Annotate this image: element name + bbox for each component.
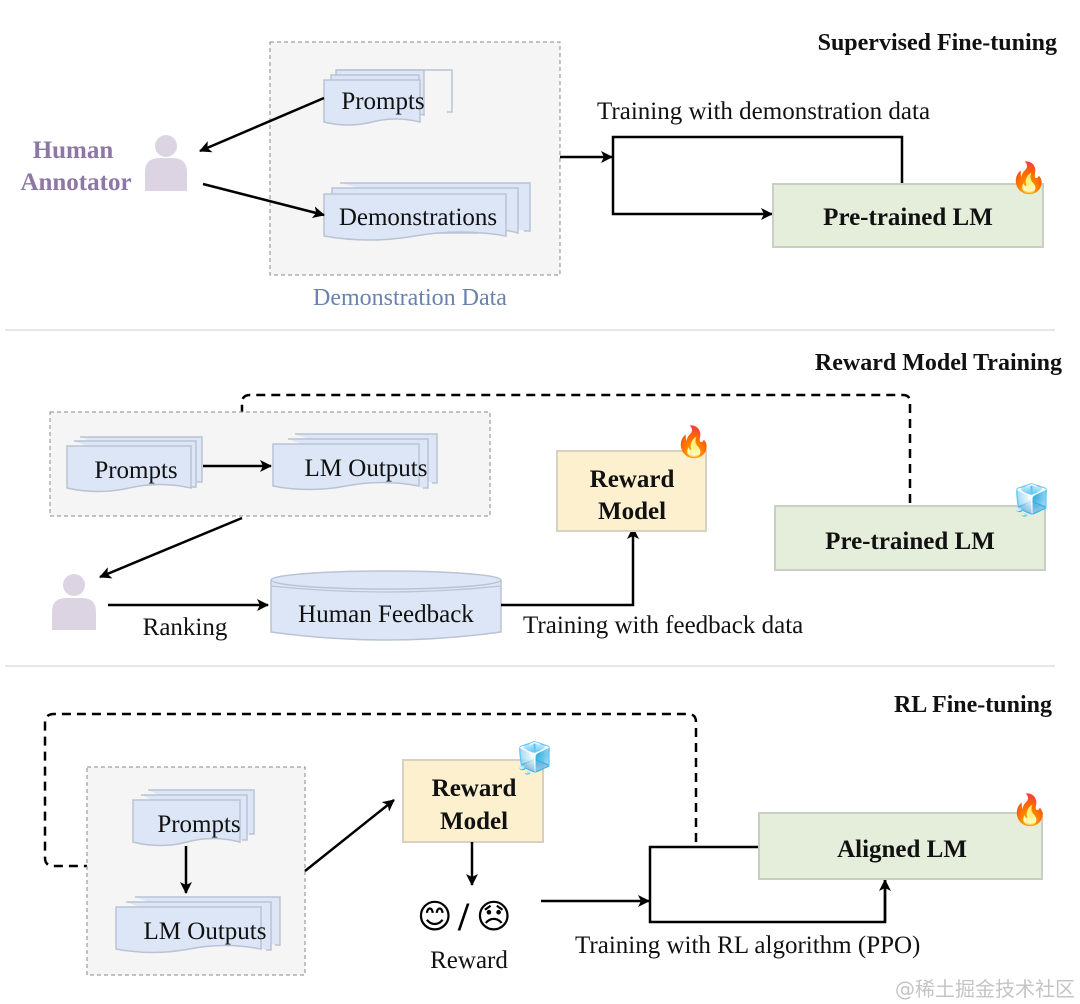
pretrained-lm-box [774, 505, 1046, 571]
reward-model-label-line1: Reward [590, 466, 675, 493]
human-feedback-database [270, 570, 502, 641]
prompts-doc-stack [132, 789, 255, 847]
ice-cube-icon: 🧊 [516, 740, 553, 776]
reward-model-box [556, 450, 707, 532]
prompts-doc-stack [323, 69, 453, 126]
group-label: Demonstration Data [313, 285, 507, 311]
reward-model-box [402, 759, 544, 843]
fire-icon: 🔥 [675, 424, 712, 460]
watermark: @稀土掘金技术社区 [895, 977, 1075, 1001]
section-reward-model-training: Reward Model Training Prompts LM Outputs [49, 350, 1062, 641]
dashed-edge-aligned-lm-to-generation [43, 712, 698, 872]
lm-label: Pre-trained LM [825, 528, 995, 555]
edge-label: Training with feedback data [523, 612, 803, 639]
arrow-outputs-to-human [99, 516, 243, 579]
lm-outputs-doc-stack [115, 896, 281, 954]
demonstrations-label: Demonstrations [339, 204, 497, 231]
demonstrations-doc-stack [323, 182, 531, 241]
prompts-label: Prompts [94, 457, 177, 484]
arrow-human-to-demonstrations [202, 182, 325, 219]
reward-label: Reward [430, 947, 508, 974]
arrow-feedback-to-reward-model [501, 527, 639, 607]
human-label-line2: Annotator [20, 169, 131, 196]
prompts-doc-stack [66, 436, 203, 493]
reward-model-label-line1: Reward [432, 775, 517, 802]
fire-icon: 🔥 [1010, 160, 1047, 196]
ranking-label: Ranking [143, 614, 228, 641]
arrow-outputs-to-reward-model [304, 799, 395, 872]
section-title: RL Fine-tuning [894, 692, 1052, 718]
lm-outputs-label: LM Outputs [144, 918, 267, 945]
fire-icon: 🔥 [1011, 792, 1048, 828]
model-label: Aligned LM [837, 836, 967, 863]
reward-model-label-line2: Model [598, 498, 666, 525]
person-icon [52, 574, 96, 630]
model-label: Pre-trained LM [823, 204, 993, 231]
section-title: Supervised Fine-tuning [818, 30, 1057, 56]
edge-label: Training with demonstration data [597, 98, 930, 125]
person-icon [145, 135, 187, 191]
arrow-prompts-to-human [199, 96, 325, 153]
prompts-label: Prompts [341, 88, 424, 115]
lm-outputs-label: LM Outputs [305, 455, 428, 482]
edge-label: Training with RL algorithm (PPO) [575, 932, 920, 959]
training-loop-edge [611, 135, 904, 220]
reward-model-label-line2: Model [440, 808, 508, 835]
section-title: Reward Model Training [815, 350, 1062, 376]
lm-outputs-doc-stack [272, 433, 438, 491]
section-rl-fine-tuning: RL Fine-tuning Prompts LM Outputs Reward… [43, 692, 1052, 976]
slash-separator: / [457, 894, 470, 939]
sad-face-icon: 😞 [476, 897, 511, 937]
ice-cube-icon: 🧊 [1013, 482, 1050, 518]
pretrained-lm-box [772, 183, 1044, 248]
prompts-label: Prompts [157, 811, 240, 838]
human-feedback-label: Human Feedback [298, 601, 474, 628]
dashed-edge-lm-to-generation [236, 393, 912, 503]
human-label-line1: Human [33, 137, 114, 164]
section-supervised-fine-tuning: Supervised Fine-tuning Human Annotator D… [20, 30, 1057, 311]
smiling-face-icon: 😊 [417, 897, 452, 937]
aligned-lm-box [758, 812, 1043, 880]
